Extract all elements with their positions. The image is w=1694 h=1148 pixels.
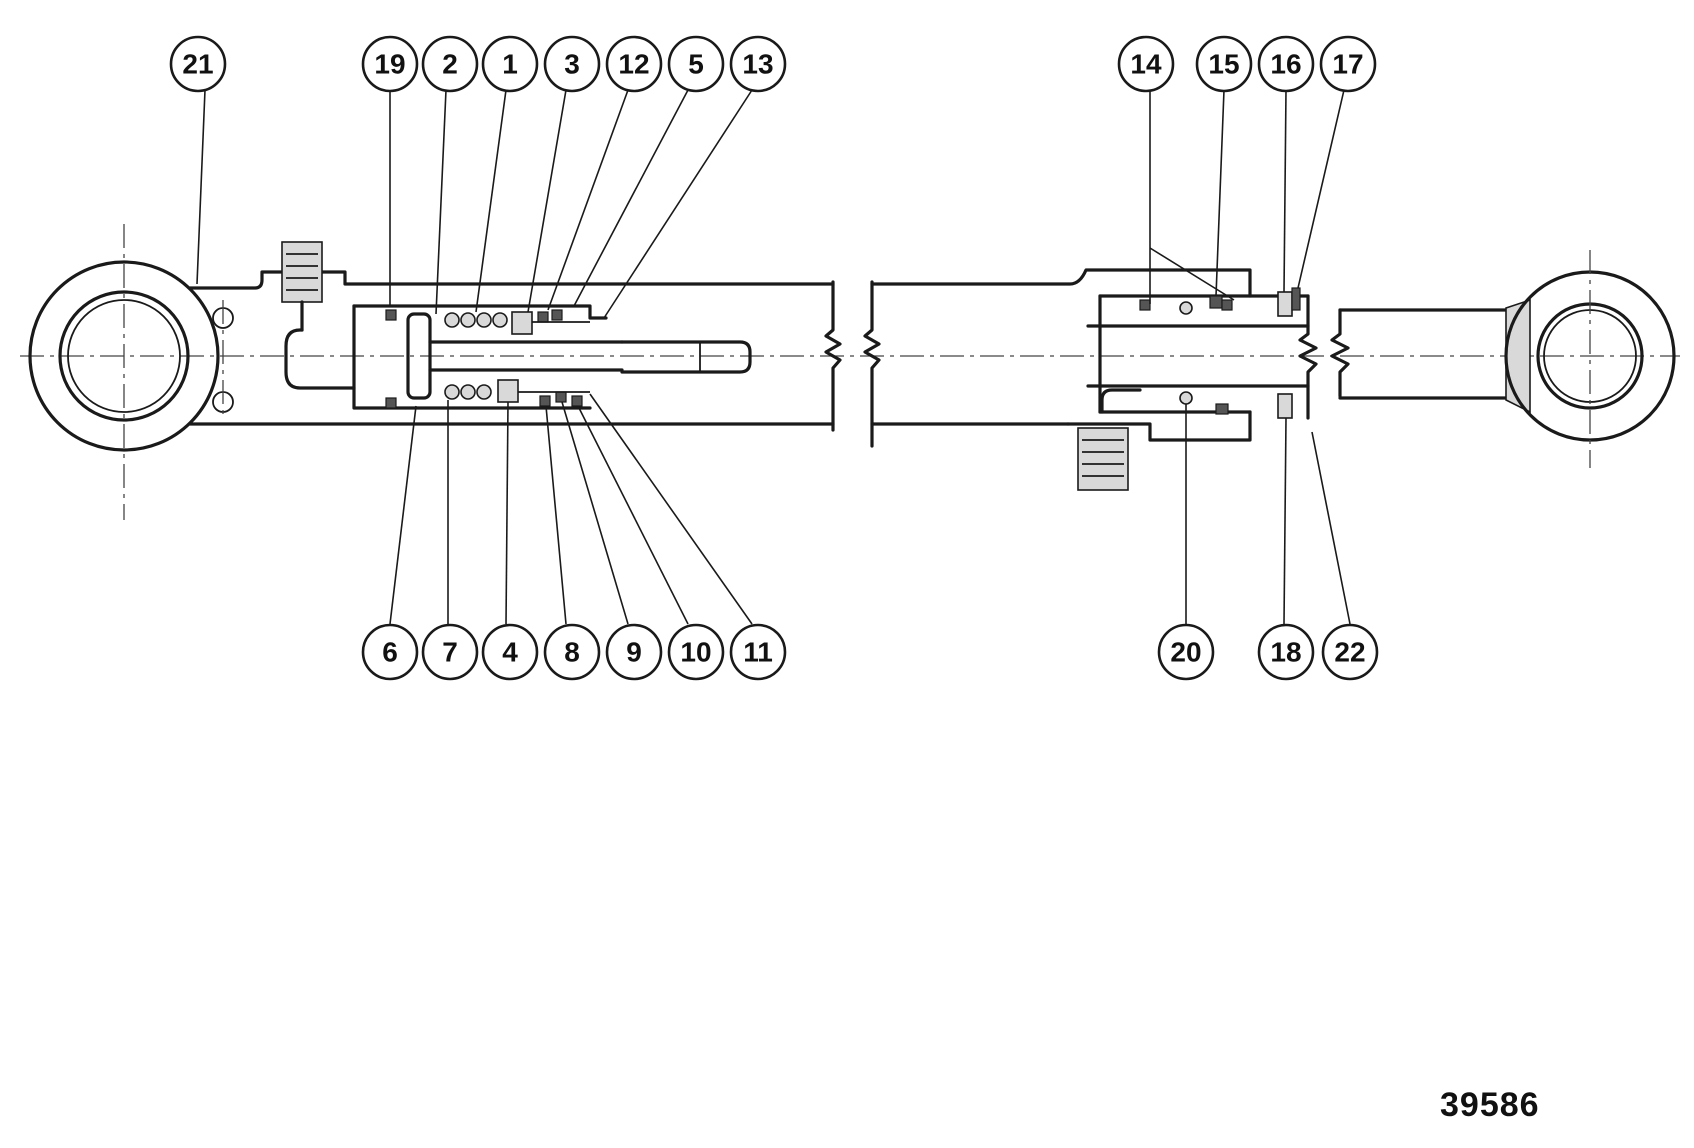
callout-9: 9 [605,623,663,681]
svg-text:10: 10 [680,637,711,668]
callout-6: 6 [361,623,419,681]
callout-19: 19 [361,35,419,93]
svg-text:18: 18 [1270,637,1301,668]
callout-18: 18 [1257,623,1315,681]
callout-12: 12 [605,35,663,93]
leader-lines [196,89,1351,625]
callout-7: 7 [421,623,479,681]
callout-16: 16 [1257,35,1315,93]
left-port-fitting [281,241,356,390]
svg-text:3: 3 [564,49,580,80]
svg-text:13: 13 [742,49,773,80]
callout-15: 15 [1195,35,1253,93]
figure-number: 39586 [1440,1086,1540,1124]
callout-17: 17 [1319,35,1377,93]
svg-text:9: 9 [626,637,642,668]
right-rod-eye [1338,250,1676,468]
svg-text:16: 16 [1270,49,1301,80]
svg-text:4: 4 [502,637,518,668]
svg-text:21: 21 [182,49,213,80]
svg-text:19: 19 [374,49,405,80]
callout-3: 3 [543,35,601,93]
svg-text:14: 14 [1130,49,1162,80]
svg-text:15: 15 [1208,49,1239,80]
svg-text:20: 20 [1170,637,1201,668]
callout-5: 5 [667,35,725,93]
callout-1: 1 [481,35,539,93]
callout-4: 4 [481,623,539,681]
callout-14: 14 [1117,35,1175,93]
callout-2: 2 [421,35,479,93]
rod-break-right [1298,294,1350,420]
callout-20: 20 [1157,623,1215,681]
left-barrel-internals [352,304,752,410]
svg-text:22: 22 [1334,637,1365,668]
svg-text:7: 7 [442,637,458,668]
callout-11: 11 [729,623,787,681]
svg-text:12: 12 [618,49,649,80]
right-port-fitting [1077,388,1142,491]
svg-text:17: 17 [1332,49,1363,80]
svg-text:2: 2 [442,49,458,80]
callout-10: 10 [667,623,725,681]
svg-text:8: 8 [564,637,580,668]
barrel-break-left [824,280,881,448]
svg-text:11: 11 [743,637,773,668]
callout-13: 13 [729,35,787,93]
callout-22: 22 [1321,623,1379,681]
right-barrel [870,268,1310,442]
svg-text:6: 6 [382,637,398,668]
callout-21: 21 [169,35,227,93]
svg-text:1: 1 [502,49,518,80]
callout-8: 8 [543,623,601,681]
svg-text:5: 5 [688,49,704,80]
